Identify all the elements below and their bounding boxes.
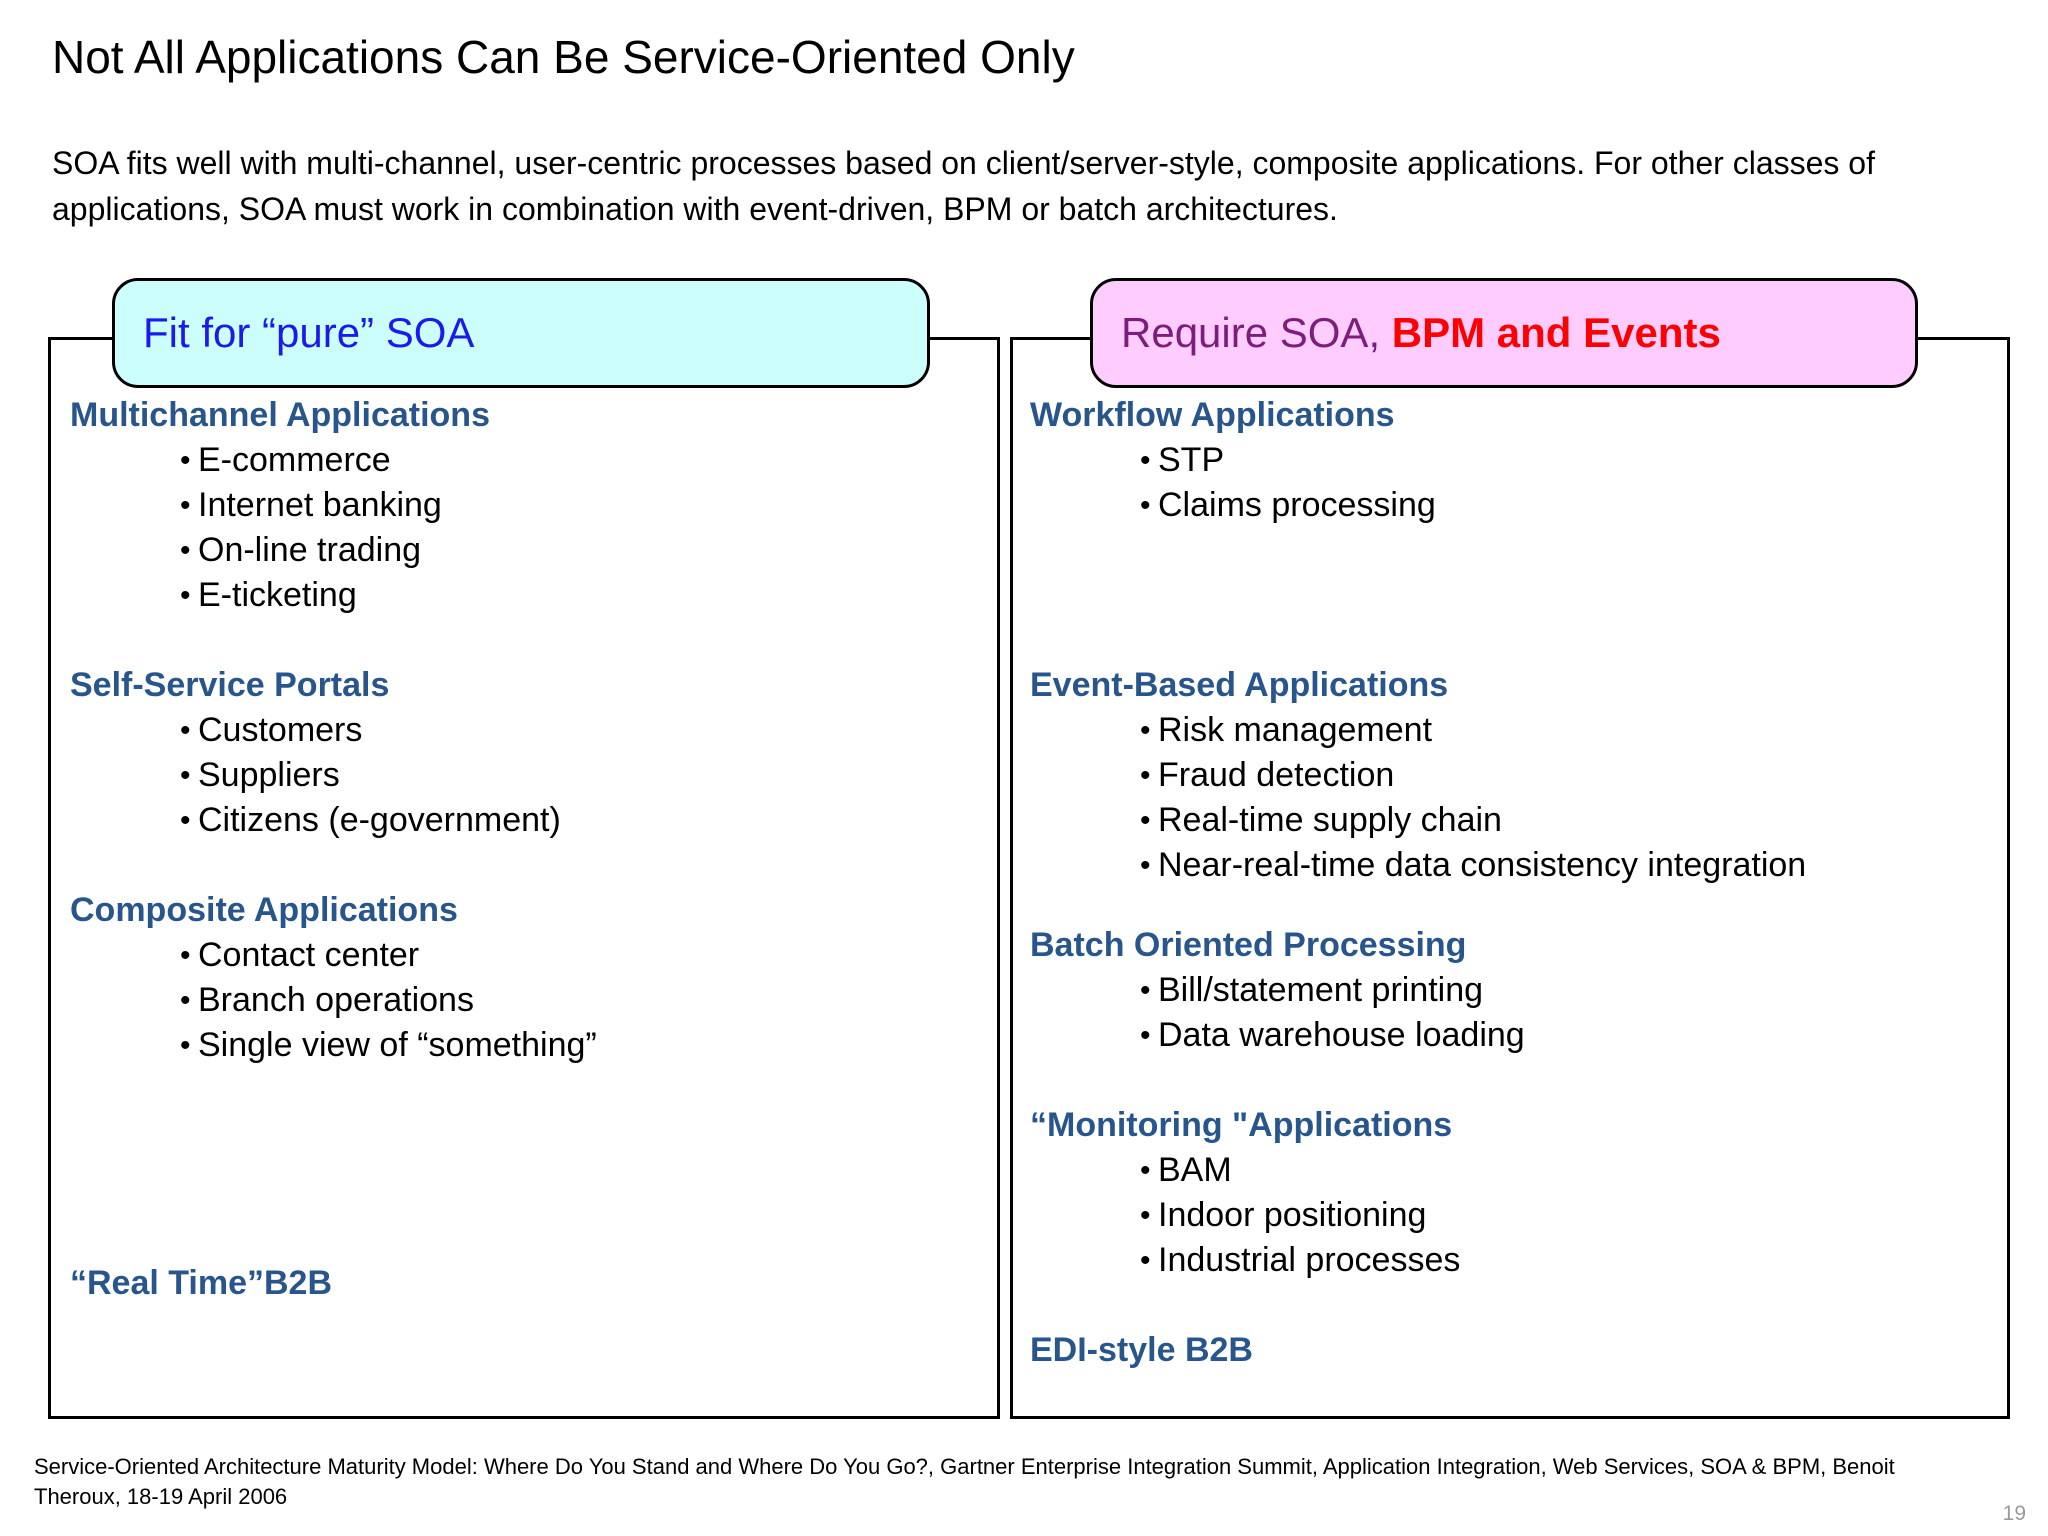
list-item: Near-real-time data consistency integrat… xyxy=(1140,843,2020,888)
group-title: Multichannel Applications xyxy=(70,396,490,434)
list-item: On-line trading xyxy=(180,528,980,573)
group-title: “Monitoring "Applications xyxy=(1030,1106,1453,1144)
group-composite-applications: Composite Applications Contact center Br… xyxy=(70,887,980,1068)
list-item: Bill/statement printing xyxy=(1140,968,2020,1013)
list-item: Customers xyxy=(180,708,980,753)
page-number: 19 xyxy=(2002,1502,2026,1525)
list-item: Risk management xyxy=(1140,708,2020,753)
list-item: Suppliers xyxy=(180,753,980,798)
page-title: Not All Applications Can Be Service-Orie… xyxy=(52,31,1075,83)
list-item: Claims processing xyxy=(1140,483,2020,528)
group-bullet-list: E-commerce Internet banking On-line trad… xyxy=(70,438,980,618)
group-bullet-list: STP Claims processing xyxy=(1030,438,2020,528)
group-title: Workflow Applications xyxy=(1030,396,1395,434)
group-bullet-list: Risk management Fraud detection Real-tim… xyxy=(1030,708,2020,888)
spacer xyxy=(1030,1283,2020,1327)
group-multichannel-applications: Multichannel Applications E-commerce Int… xyxy=(70,392,980,618)
right-panel-header-lead: Require SOA, xyxy=(1121,309,1392,356)
group-title: Composite Applications xyxy=(70,891,458,929)
group-title: Self-Service Portals xyxy=(70,666,390,704)
spacer xyxy=(70,1068,980,1260)
right-panel-footer-heading: EDI-style B2B xyxy=(1030,1331,1253,1369)
list-item: Citizens (e-government) xyxy=(180,798,980,843)
spacer xyxy=(1030,888,2020,922)
spacer xyxy=(70,843,980,887)
left-panel-header-label: Fit for “pure” SOA xyxy=(143,309,475,356)
list-item: Contact center xyxy=(180,933,980,978)
list-item: Indoor positioning xyxy=(1140,1193,2020,1238)
group-monitoring-applications: “Monitoring "Applications BAM Indoor pos… xyxy=(1030,1102,2020,1283)
intro-paragraph: SOA fits well with multi-channel, user-c… xyxy=(52,145,1875,227)
list-item: BAM xyxy=(1140,1148,2020,1193)
group-bullet-list: Contact center Branch operations Single … xyxy=(70,933,980,1068)
left-panel-footer-heading: “Real Time”B2B xyxy=(70,1264,333,1302)
group-bullet-list: Customers Suppliers Citizens (e-governme… xyxy=(70,708,980,843)
right-panel-header-accent: BPM and Events xyxy=(1391,309,1721,356)
list-item: Real-time supply chain xyxy=(1140,798,2020,843)
right-panel-header-label: Require SOA, BPM and Events xyxy=(1121,309,1721,357)
group-bullet-list: Bill/statement printing Data warehouse l… xyxy=(1030,968,2020,1058)
left-panel-header-pill: Fit for “pure” SOA xyxy=(112,278,930,388)
group-title: Batch Oriented Processing xyxy=(1030,926,1467,964)
list-item: Internet banking xyxy=(180,483,980,528)
list-item: E-ticketing xyxy=(180,573,980,618)
group-batch-oriented-processing: Batch Oriented Processing Bill/statement… xyxy=(1030,922,2020,1058)
right-panel-content: Workflow Applications STP Claims process… xyxy=(1030,392,2020,1373)
group-event-based-applications: Event-Based Applications Risk management… xyxy=(1030,662,2020,888)
group-self-service-portals: Self-Service Portals Customers Suppliers… xyxy=(70,662,980,843)
list-item: E-commerce xyxy=(180,438,980,483)
left-panel-content: Multichannel Applications E-commerce Int… xyxy=(70,392,980,1306)
spacer xyxy=(1030,1058,2020,1102)
spacer xyxy=(1030,528,2020,662)
list-item: Branch operations xyxy=(180,978,980,1023)
group-title: Event-Based Applications xyxy=(1030,666,1449,704)
spacer xyxy=(70,618,980,662)
list-item: Single view of “something” xyxy=(180,1023,980,1068)
list-item: Industrial processes xyxy=(1140,1238,2020,1283)
citation-text: Service-Oriented Architecture Maturity M… xyxy=(34,1454,1895,1509)
list-item: STP xyxy=(1140,438,2020,483)
right-panel-header-pill: Require SOA, BPM and Events xyxy=(1090,278,1918,388)
list-item: Fraud detection xyxy=(1140,753,2020,798)
group-bullet-list: BAM Indoor positioning Industrial proces… xyxy=(1030,1148,2020,1283)
list-item: Data warehouse loading xyxy=(1140,1013,2020,1058)
group-workflow-applications: Workflow Applications STP Claims process… xyxy=(1030,392,2020,528)
